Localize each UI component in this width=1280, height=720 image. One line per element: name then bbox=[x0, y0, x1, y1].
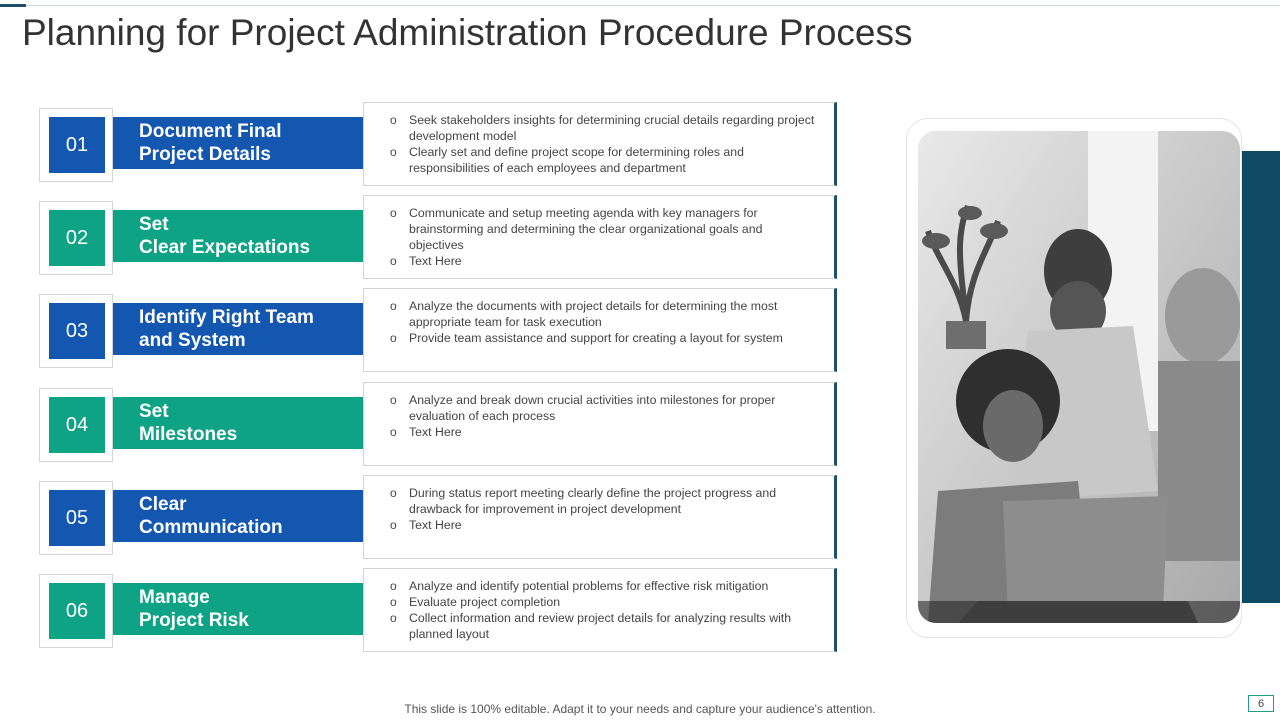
step-heading-line-2: Project Details bbox=[139, 144, 271, 165]
step-number: 06 bbox=[49, 583, 105, 639]
step-bullet: Text Here bbox=[390, 424, 820, 440]
step-row: 03 Identify Right Team and System Analyz… bbox=[38, 288, 838, 372]
step-bullet: Text Here bbox=[390, 517, 820, 533]
step-description: During status report meeting clearly def… bbox=[363, 475, 837, 559]
step-row: 01 Document Final Project Details Seek s… bbox=[38, 102, 838, 186]
step-heading-line-1: Set bbox=[139, 214, 169, 235]
step-bullet: Provide team assistance and support for … bbox=[390, 330, 820, 346]
step-heading: Set Clear Expectations bbox=[139, 213, 379, 259]
arrow-shape bbox=[113, 117, 397, 169]
step-arrow: Document Final Project Details bbox=[113, 117, 397, 169]
step-number: 03 bbox=[49, 303, 105, 359]
step-bullet: Analyze the documents with project detai… bbox=[390, 298, 820, 330]
step-description: Communicate and setup meeting agenda wit… bbox=[363, 195, 837, 279]
step-heading-line-2: Communication bbox=[139, 517, 283, 538]
step-heading-line-1: Document Final bbox=[139, 121, 282, 142]
step-number: 02 bbox=[49, 210, 105, 266]
step-number-frame: 02 bbox=[39, 201, 113, 275]
step-arrow: Clear Communication bbox=[113, 490, 397, 542]
step-heading-line-2: Clear Expectations bbox=[139, 237, 311, 258]
step-description: Analyze and identify potential problems … bbox=[363, 568, 837, 652]
step-row: 05 Clear Communication During status rep… bbox=[38, 475, 838, 559]
step-heading-line-1: Clear bbox=[139, 494, 187, 515]
arrow-shape bbox=[113, 397, 397, 449]
step-bullet: Clearly set and define project scope for… bbox=[390, 144, 820, 176]
step-heading-line-2: Milestones bbox=[139, 424, 238, 445]
step-number-frame: 06 bbox=[39, 574, 113, 648]
step-number-frame: 01 bbox=[39, 108, 113, 182]
arrow-shape bbox=[113, 210, 397, 262]
step-arrow: Set Clear Expectations bbox=[113, 210, 397, 262]
step-bullet: Analyze and identify potential problems … bbox=[390, 578, 820, 594]
slide-title: Planning for Project Administration Proc… bbox=[22, 12, 913, 53]
step-description: Analyze and break down crucial activitie… bbox=[363, 382, 837, 466]
step-heading-line-2: and System bbox=[139, 330, 246, 351]
arrow-shape bbox=[113, 583, 397, 635]
team-photo bbox=[918, 131, 1240, 623]
arrow-shape bbox=[113, 490, 397, 542]
step-number: 05 bbox=[49, 490, 105, 546]
step-bullet: Evaluate project completion bbox=[390, 594, 820, 610]
step-heading-line-2: Project Risk bbox=[139, 610, 249, 631]
step-number: 04 bbox=[49, 397, 105, 453]
step-arrow: Identify Right Team and System bbox=[113, 303, 397, 355]
step-arrow: Set Milestones bbox=[113, 397, 397, 449]
step-bullet: Text Here bbox=[390, 253, 820, 269]
step-bullet: Seek stakeholders insights for determini… bbox=[390, 112, 820, 144]
footer-note: This slide is 100% editable. Adapt it to… bbox=[404, 702, 876, 716]
top-rule bbox=[0, 5, 1280, 6]
step-heading: Manage Project Risk bbox=[139, 586, 379, 632]
arrow-shape bbox=[113, 303, 397, 355]
step-heading-line-1: Set bbox=[139, 401, 169, 422]
step-row: 06 Manage Project Risk Analyze and ident… bbox=[38, 568, 838, 652]
step-arrow: Manage Project Risk bbox=[113, 583, 397, 635]
step-heading-line-1: Manage bbox=[139, 587, 210, 608]
step-number-frame: 04 bbox=[39, 388, 113, 462]
step-number-frame: 03 bbox=[39, 294, 113, 368]
step-number: 01 bbox=[49, 117, 105, 173]
step-bullet: Communicate and setup meeting agenda wit… bbox=[390, 205, 820, 253]
step-number-frame: 05 bbox=[39, 481, 113, 555]
step-description: Analyze the documents with project detai… bbox=[363, 288, 837, 372]
photo-accent-bar bbox=[1238, 151, 1280, 603]
top-accent-bar bbox=[0, 4, 26, 7]
step-heading: Document Final Project Details bbox=[139, 120, 379, 166]
step-description: Seek stakeholders insights for determini… bbox=[363, 102, 837, 186]
step-heading: Set Milestones bbox=[139, 400, 379, 446]
step-heading: Clear Communication bbox=[139, 493, 379, 539]
team-photo-illustration bbox=[918, 131, 1240, 623]
page-number: 6 bbox=[1248, 695, 1274, 712]
step-bullet: Collect information and review project d… bbox=[390, 610, 820, 642]
step-row: 04 Set Milestones Analyze and break down… bbox=[38, 382, 838, 466]
step-bullet: Analyze and break down crucial activitie… bbox=[390, 392, 820, 424]
step-bullet: During status report meeting clearly def… bbox=[390, 485, 820, 517]
step-heading: Identify Right Team and System bbox=[139, 306, 379, 352]
step-row: 02 Set Clear Expectations Communicate an… bbox=[38, 195, 838, 279]
step-heading-line-1: Identify Right Team bbox=[139, 307, 314, 328]
